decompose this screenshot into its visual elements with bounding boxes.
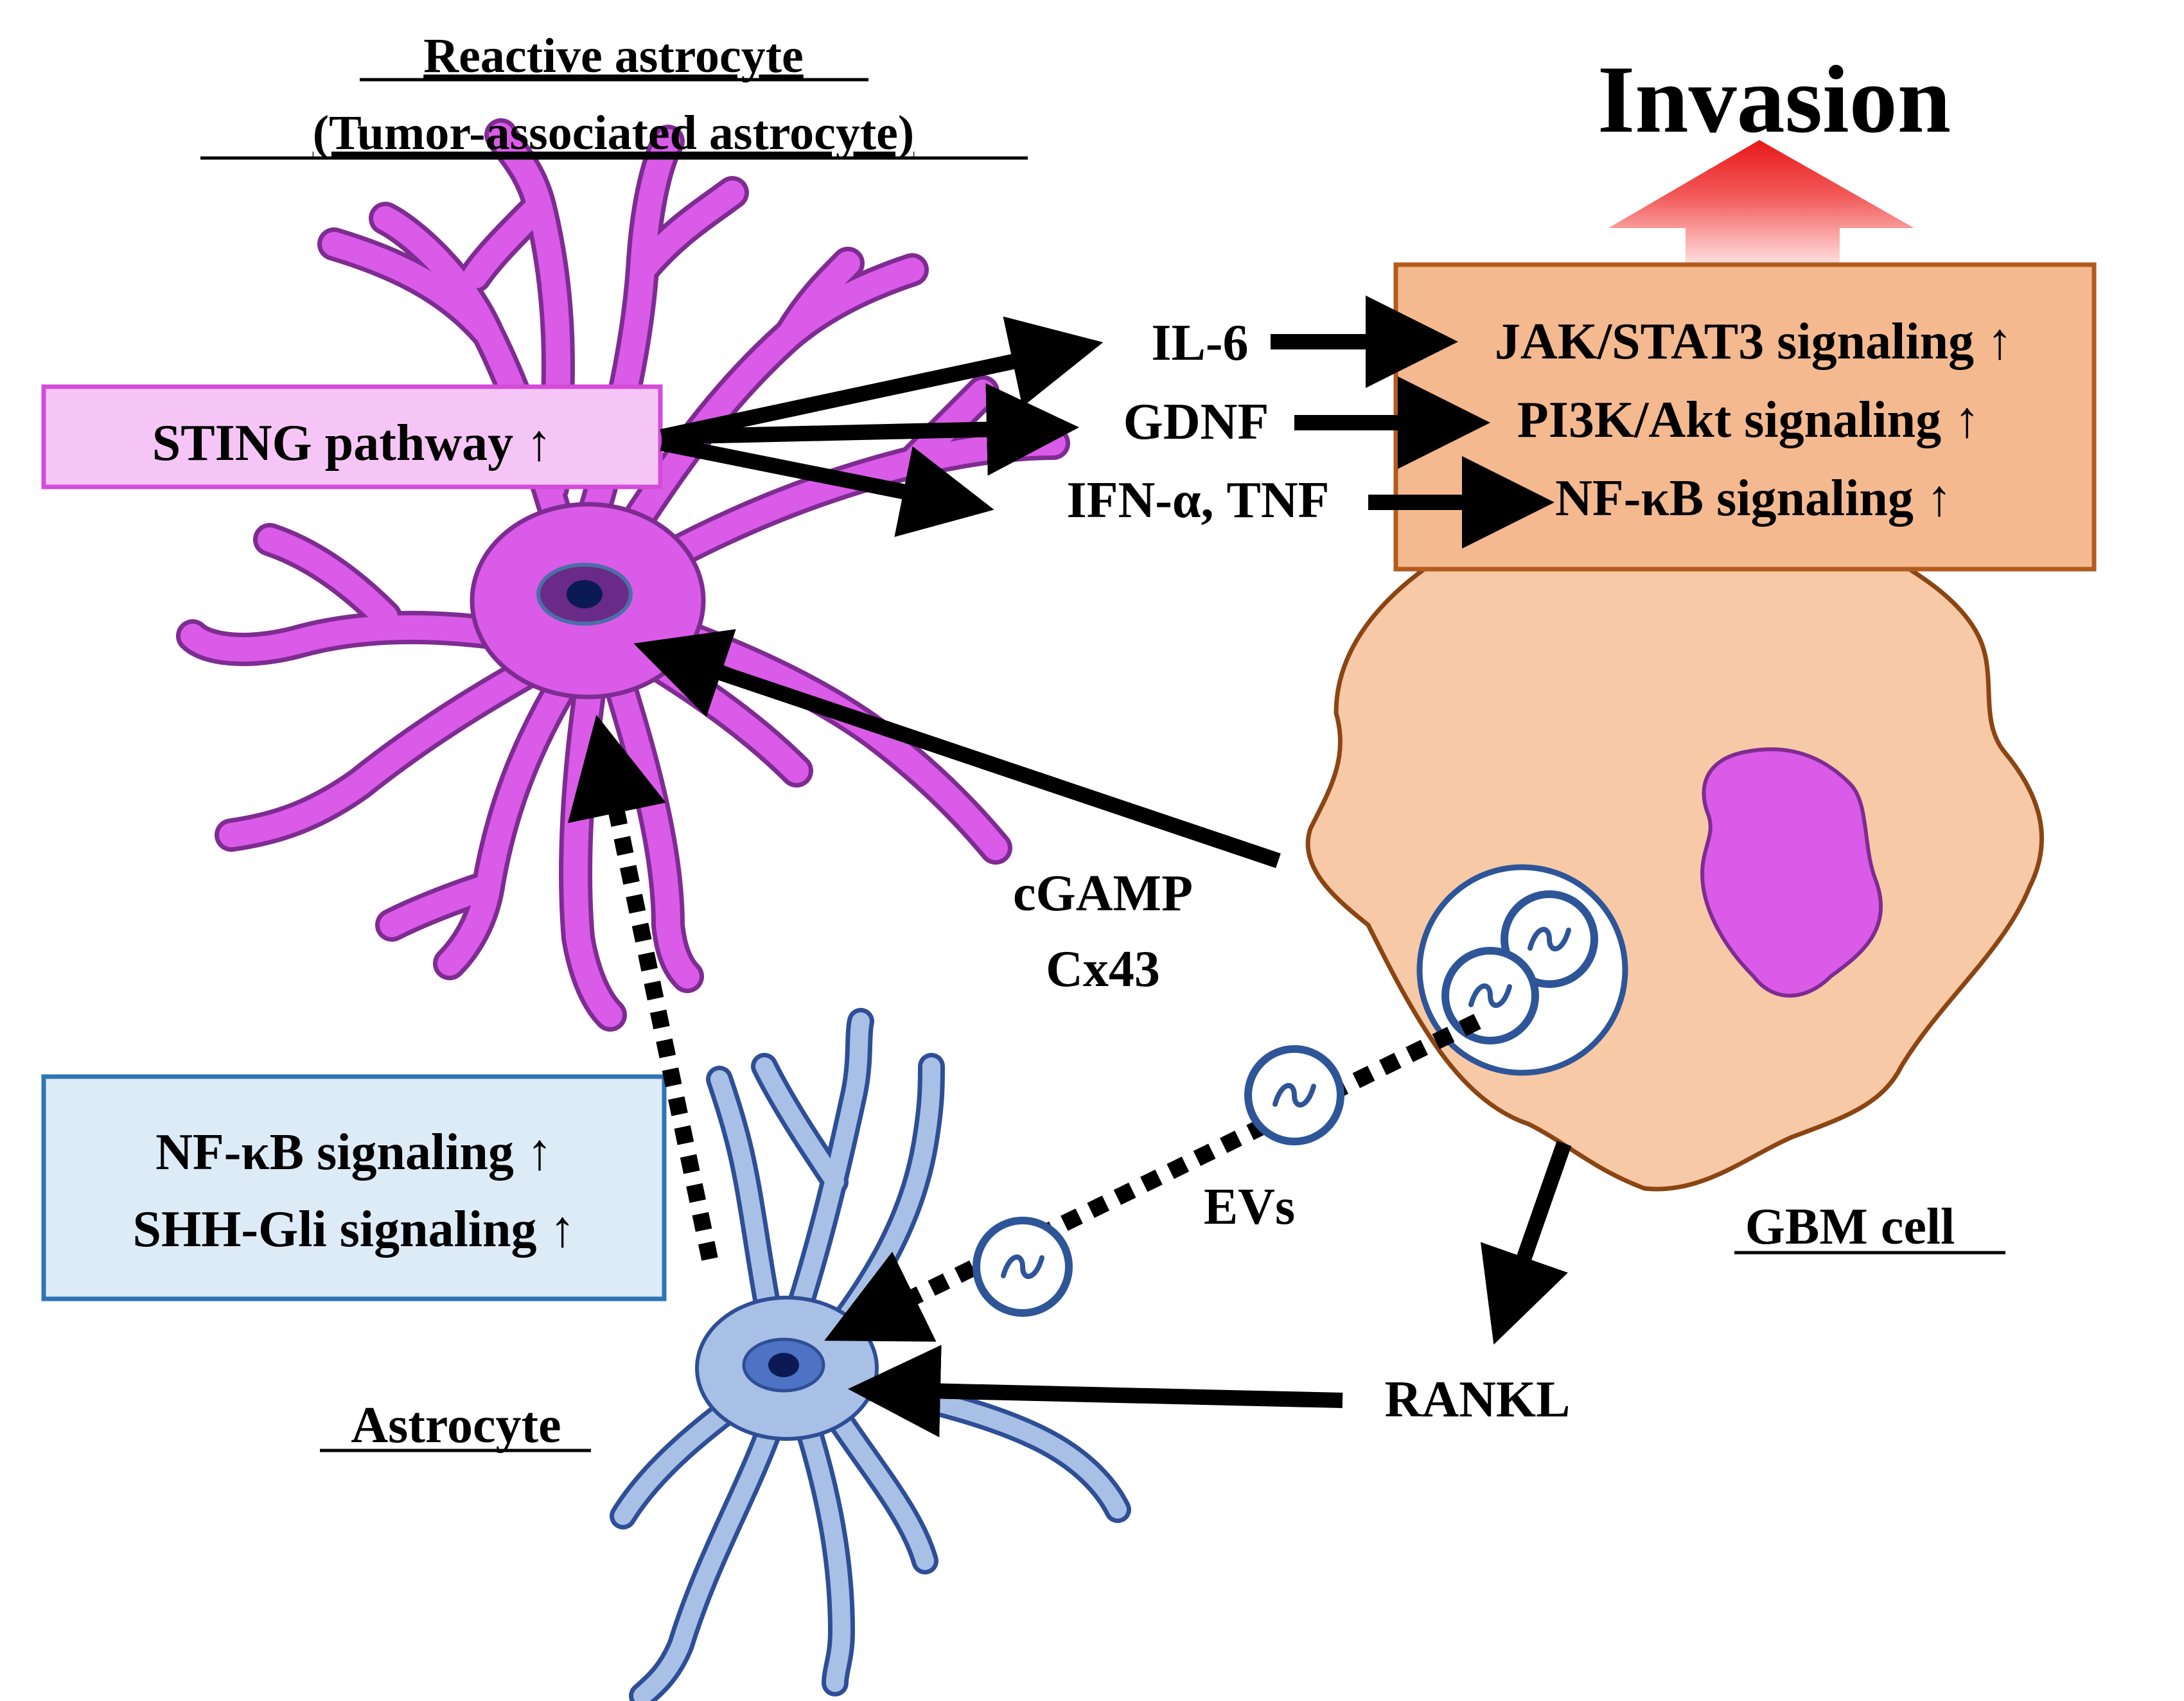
- sting-pathway-label: STING pathway ↑: [152, 415, 552, 472]
- shh-gli-signaling: SHH-Gli signaling ↑: [132, 1201, 575, 1258]
- gbm-to-rankl-arrow: [1480, 1141, 1572, 1345]
- cx43-label: Cx43: [1046, 941, 1160, 998]
- il6-label: IL-6: [1151, 315, 1248, 371]
- cgamp-label: cGAMP: [1013, 865, 1193, 922]
- reactive-astrocyte-title-line1: Reactive astrocyte: [423, 29, 804, 83]
- ifn-tnf-label: IFN-α, TNF: [1066, 472, 1329, 529]
- reactive-astrocyte-title-line2: (Tumor-associated astrocyte): [313, 106, 914, 160]
- gbm-cell-label: GBM cell: [1745, 1199, 1955, 1255]
- jak-stat3-signaling: JAK/STAT3 signaling ↑: [1495, 313, 2012, 370]
- evs-label: EVs: [1204, 1179, 1295, 1235]
- gdnf-label: GDNF: [1123, 394, 1269, 450]
- invasion-arrow: [1608, 140, 1914, 265]
- pi3k-akt-signaling: PI3K/Akt signaling ↑: [1517, 392, 1980, 448]
- gbm-nfkb-signaling: NF-κB signaling ↑: [1555, 470, 1952, 527]
- gbm-nucleus: [1700, 747, 1883, 998]
- rankl-label: RANKL: [1385, 1371, 1571, 1428]
- ev-icon: [1441, 947, 1539, 1044]
- astrocyte-label: Astrocyte: [351, 1397, 561, 1454]
- astrocyte-signaling-box: [41, 1074, 667, 1301]
- ev-icon: [1244, 1045, 1344, 1145]
- factors-to-signaling-arrows: [1271, 295, 1554, 549]
- sting-pathway-box: [41, 384, 663, 489]
- astrocyte-cell: [610, 1008, 1131, 1701]
- cgamp-arrow: [633, 629, 1281, 868]
- sting-to-factors-arrows: [660, 316, 1104, 537]
- ev-icon: [1501, 890, 1598, 988]
- gbm-cell-body: [1305, 525, 2045, 1192]
- invasion-label: Invasion: [1598, 46, 1951, 153]
- astrocyte-nfkb-signaling: NF-κB signaling ↑: [155, 1124, 552, 1181]
- rankl-to-astrocyte-arrow: [848, 1344, 1343, 1438]
- astrocyte-to-reactive-dotted-arrow: [567, 714, 718, 1261]
- ev-icon: [973, 1217, 1073, 1317]
